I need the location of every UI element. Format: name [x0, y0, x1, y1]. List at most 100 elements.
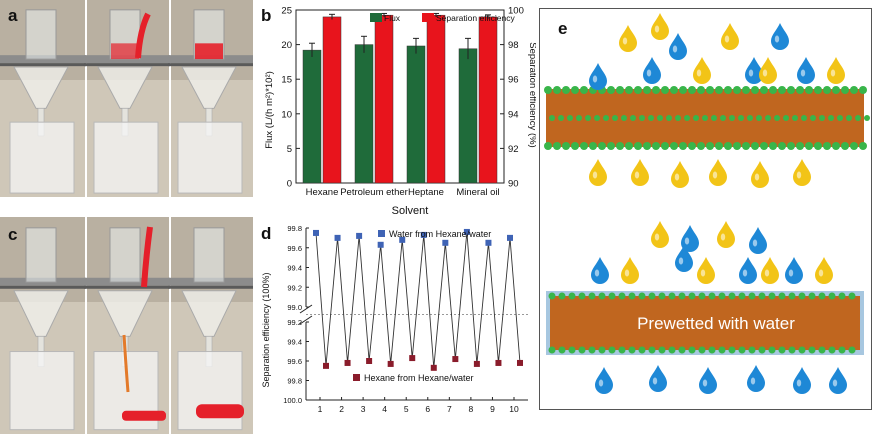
legend-label: Separation efficiency: [436, 13, 516, 23]
coating-dot: [738, 346, 746, 354]
axis-break-mark: [299, 304, 313, 314]
coating-dot: [603, 115, 609, 121]
coating-dot: [768, 346, 776, 354]
coating-dot: [718, 292, 726, 300]
drop-highlight: [654, 233, 660, 241]
water-drop: [699, 367, 717, 394]
coating-dot: [688, 142, 696, 150]
drop-highlight: [598, 379, 604, 387]
coating-dot: [747, 115, 753, 121]
hexane-point: [473, 360, 480, 367]
oil-drop: [651, 13, 669, 40]
coating-dot: [841, 86, 849, 94]
coating-dot: [562, 142, 570, 150]
x-tick-label: 2: [339, 404, 344, 414]
clamp-shadow: [0, 63, 86, 67]
coating-dot: [774, 115, 780, 121]
funnel: [13, 290, 69, 337]
coating-dot: [661, 86, 669, 94]
water-drop: [595, 367, 613, 394]
coating-dot: [568, 346, 576, 354]
glass-cylinder: [109, 227, 141, 283]
y-tick-label: 20: [281, 40, 292, 51]
coating-dot: [724, 142, 732, 150]
panel-e-label: e: [558, 19, 568, 38]
coating-dot: [720, 115, 726, 121]
coating-dot: [585, 115, 591, 121]
coating-dot: [668, 346, 676, 354]
coating-dot: [778, 142, 786, 150]
coating-dot: [818, 292, 826, 300]
coating-dot: [787, 142, 795, 150]
coating-dot: [616, 142, 624, 150]
coating-dot: [810, 115, 816, 121]
funnel: [97, 66, 153, 109]
x-tick-label: 3: [361, 404, 366, 414]
coating-dot: [648, 292, 656, 300]
coating-dot: [571, 142, 579, 150]
coating-dot: [548, 346, 556, 354]
coating-dot: [808, 292, 816, 300]
drop-highlight: [800, 69, 806, 77]
drop-highlight: [684, 237, 690, 245]
bar-chart-frame: [295, 9, 505, 184]
upper-y-tick-label: 99.4: [287, 264, 302, 273]
oil-drop: [759, 57, 777, 84]
coating-dot: [838, 346, 846, 354]
coating-dot: [643, 142, 651, 150]
bar-chart-y2label: Separation efficiency (%): [527, 42, 536, 147]
coating-dot: [706, 142, 714, 150]
coating-dot: [769, 142, 777, 150]
coating-dot: [837, 115, 843, 121]
wetting-schematic: Prewetted with water: [544, 13, 870, 394]
coating-dot: [558, 115, 564, 121]
drop-highlight: [634, 171, 640, 179]
drop-highlight: [654, 25, 660, 33]
coating-dot: [792, 115, 798, 121]
coating-dot: [819, 115, 825, 121]
x-tick-label: 5: [404, 404, 409, 414]
coating-dot: [805, 86, 813, 94]
drop-highlight: [830, 69, 836, 77]
coating-dot: [638, 292, 646, 300]
coating-dot: [661, 142, 669, 150]
legend-label: Flux: [384, 13, 401, 23]
clamp-shadow: [0, 285, 86, 289]
water-point: [442, 239, 449, 246]
coating-dot: [548, 292, 556, 300]
coating-dot: [544, 86, 552, 94]
coating-dot: [724, 86, 732, 94]
coating-dot: [670, 142, 678, 150]
coating-dot: [848, 292, 856, 300]
water-point: [356, 232, 363, 239]
liquid-in-cylinder: [195, 43, 223, 60]
coating-dot: [621, 115, 627, 121]
y2-tick-label: 90: [508, 179, 519, 190]
drop-highlight: [750, 377, 756, 385]
coating-dot: [688, 86, 696, 94]
coating-dot: [688, 346, 696, 354]
coating-dot: [728, 346, 736, 354]
coating-dot: [846, 115, 852, 121]
coating-dot: [697, 142, 705, 150]
lower-y-tick-label: 99.8: [287, 377, 302, 386]
bar: [322, 16, 342, 184]
coating-dot: [688, 292, 696, 300]
water-point: [463, 228, 470, 235]
coating-dot: [697, 86, 705, 94]
coating-dot: [567, 115, 573, 121]
coating-dot: [652, 86, 660, 94]
legend-label-water: Water from Hexane/water: [389, 229, 491, 239]
coating-dot: [788, 346, 796, 354]
coating-dot: [706, 86, 714, 94]
water-point: [399, 236, 406, 243]
coating-dot: [675, 115, 681, 121]
coating-dot: [608, 346, 616, 354]
water-drop: [649, 365, 667, 392]
coating-dot: [618, 292, 626, 300]
coating-dot: [648, 346, 656, 354]
oil-drop: [589, 159, 607, 186]
coating-dot: [828, 115, 834, 121]
bar: [406, 45, 426, 184]
filtrate-pool: [196, 404, 244, 419]
